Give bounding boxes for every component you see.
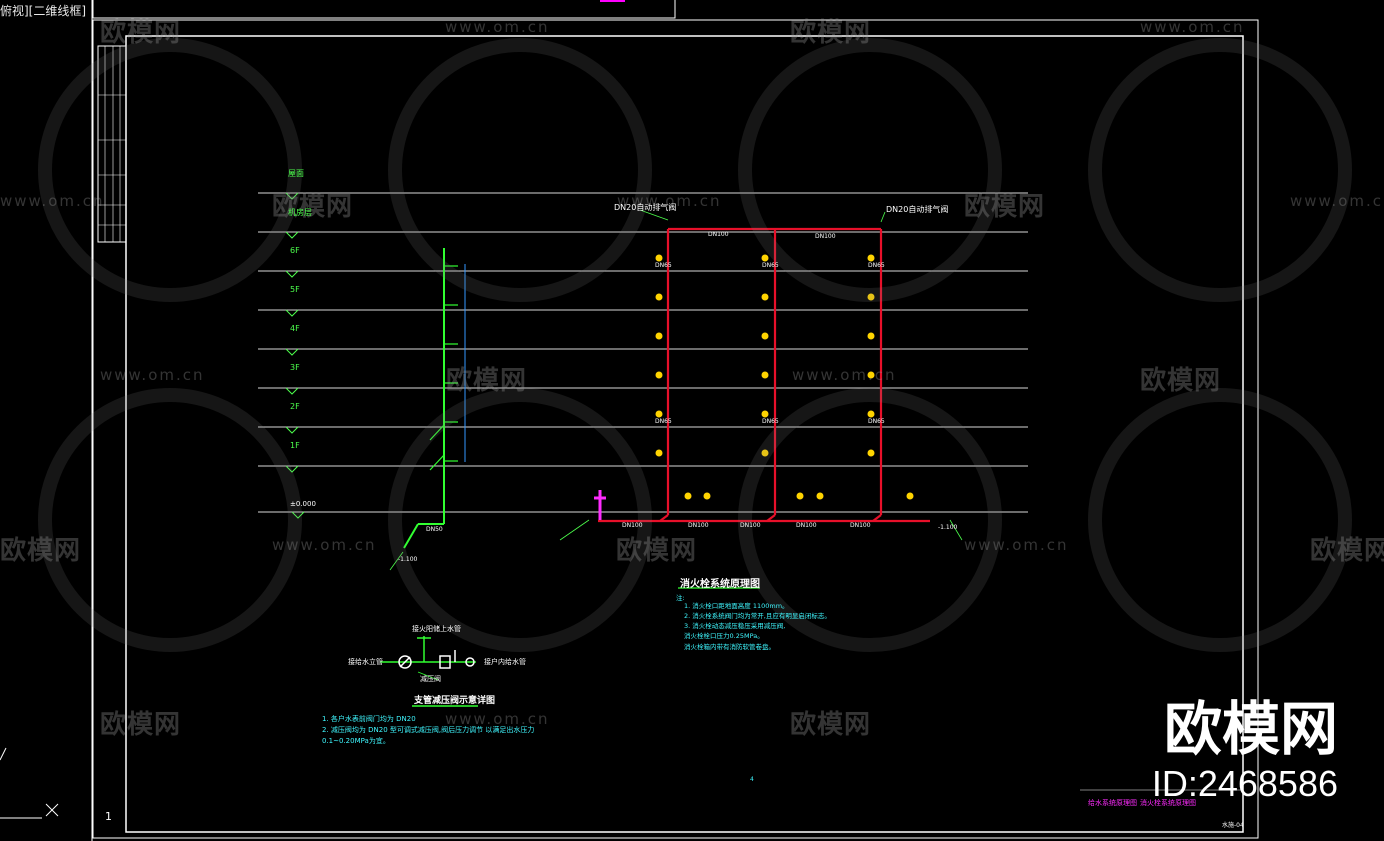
- fire-hydrant-pipes: [598, 227, 930, 523]
- title-block-right: 消火栓系统原理图: [1140, 799, 1196, 807]
- floor-label: 2F: [290, 402, 300, 411]
- watermark-url: www.om.cn: [964, 536, 1069, 554]
- previous-sheet-magenta-mark: [600, 0, 625, 2]
- watermark-logo: 欧模网: [100, 18, 182, 48]
- detail-label-left: 接给水立管: [348, 658, 383, 666]
- floor-lines: [258, 192, 1028, 513]
- fire-note: 2. 消火栓系统阀门均为常开,且应有明显启闭标志。: [684, 612, 831, 620]
- pipe-label-dn100: DN100: [622, 522, 643, 529]
- supply-note: 0.1~0.20MPa为宜。: [322, 737, 390, 745]
- floor-level-markers: [285, 192, 305, 519]
- watermark-url: www.om.cn: [445, 18, 550, 36]
- brand-title: 欧模网: [1163, 695, 1338, 763]
- pipe-label-dn65: DN65: [762, 418, 779, 425]
- riser-branches: [429, 265, 458, 471]
- fire-note: 消火栓栓口压力0.25MPa。: [684, 632, 764, 640]
- detail-label-top: 接火阳储上水管: [412, 625, 461, 633]
- watermark-logo: 欧模网: [272, 192, 354, 222]
- pipe-label-dn100: DN100: [740, 522, 761, 529]
- water-supply-riser: [403, 248, 445, 549]
- pipe-label-dn50: DN50: [426, 526, 443, 533]
- watermark-url: www.om.cn: [100, 366, 205, 384]
- pipe-label-dn100: DN100: [688, 522, 709, 529]
- supply-note: 1. 各户水表前阀门均为 DN20: [322, 715, 416, 723]
- fire-note: 1. 消火栓口距地面高度 1100mm。: [684, 602, 789, 610]
- pipe-label-air-valve-right: DN20自动排气阀: [886, 205, 949, 214]
- brand-block: 欧模网 ID:2468586: [1152, 694, 1338, 804]
- pipe-label-dn65: DN65: [868, 262, 885, 269]
- floor-label: 6F: [290, 246, 300, 255]
- binding-strip: [97, 45, 127, 243]
- watermark-logo: 欧模网: [964, 192, 1046, 222]
- corner-number: 1: [105, 810, 112, 823]
- leader-lines: [389, 209, 963, 571]
- floor-label: 5F: [290, 285, 300, 294]
- title-block-left: 给水系统原理图: [1088, 799, 1137, 807]
- outer-sheet-frame: [92, 19, 1259, 839]
- inner-sheet-frame: [125, 35, 1244, 833]
- floor-label: 4F: [290, 324, 300, 333]
- pipe-label-elevation: -1.100: [938, 524, 958, 531]
- fire-note: 注:: [676, 594, 685, 602]
- pipe-label-air-valve-left: DN20自动排气阀: [614, 203, 677, 212]
- watermark-url: www.om.cn: [445, 710, 550, 728]
- watermark-logo: 欧模网: [446, 366, 528, 396]
- system-title: 消火栓系统原理图: [680, 579, 760, 590]
- hydrant-cabinets: [655, 254, 914, 500]
- previous-sheet-frame: [92, 0, 676, 19]
- viewport-label[interactable]: 俯视][二维线框]: [0, 4, 87, 18]
- detail-label-valve: 减压阀: [420, 675, 441, 683]
- floor-label: 3F: [290, 363, 300, 372]
- fire-note: 3. 消火栓动态减压稳压采用减压阀,: [684, 622, 786, 630]
- title-block-sheet: 水施-04: [1222, 822, 1244, 829]
- floor-label: 1F: [290, 441, 300, 450]
- pipe-label-elevation: -1.100: [398, 556, 418, 563]
- floor-label: 屋面: [288, 169, 304, 178]
- pipe-label-dn65: DN65: [762, 262, 779, 269]
- pressure-reducer-detail: [380, 636, 478, 707]
- watermark-url: www.om.cn: [1290, 192, 1384, 210]
- watermark-url: www.om.cn: [792, 366, 897, 384]
- fire-note: 消火栓箱内带有消防软管卷盘。: [684, 643, 775, 651]
- floor-label: ±0.000: [290, 500, 316, 508]
- watermark-logo: 欧模网: [790, 710, 872, 740]
- watermark-logo: 欧模网: [100, 710, 182, 740]
- watermark-logo: 欧模网: [0, 536, 82, 566]
- pipe-label-dn100: DN100: [708, 231, 729, 238]
- pipe-label-dn65: DN65: [868, 418, 885, 425]
- pipe-label-dn100: DN100: [815, 233, 836, 240]
- detail-title: 支管减压阀示意详图: [414, 696, 496, 706]
- pipe-label-dn100: DN100: [850, 522, 871, 529]
- fire-pump-connector: [594, 490, 606, 520]
- watermark-arcs: [38, 38, 1352, 652]
- pipe-label-dn100: DN100: [796, 522, 817, 529]
- watermark-url: www.om.cn: [0, 192, 105, 210]
- watermark-logo: 欧模网: [616, 536, 698, 566]
- pipe-label-dn65: DN65: [655, 262, 672, 269]
- detail-label-right: 接户内给水管: [484, 658, 526, 666]
- watermark-logo: 欧模网: [1140, 366, 1222, 396]
- watermark-logo: 欧模网: [790, 18, 872, 48]
- watermark-url: www.om.cn: [617, 192, 722, 210]
- brand-id: ID:2468586: [1151, 763, 1338, 804]
- supply-note: 2. 减压阀均为 DN20 型可调式减压阀,阀后压力调节 以满足出水压力: [322, 726, 535, 734]
- watermark-logo: 欧模网: [1310, 536, 1384, 566]
- watermark-url: www.om.cn: [272, 536, 377, 554]
- pipe-label-dn65: DN65: [655, 418, 672, 425]
- floor-label: 机房层: [288, 208, 312, 217]
- watermark-url: www.om.cn: [1140, 18, 1245, 36]
- page-marker: 4: [750, 776, 754, 783]
- ucs-icon: [0, 747, 59, 819]
